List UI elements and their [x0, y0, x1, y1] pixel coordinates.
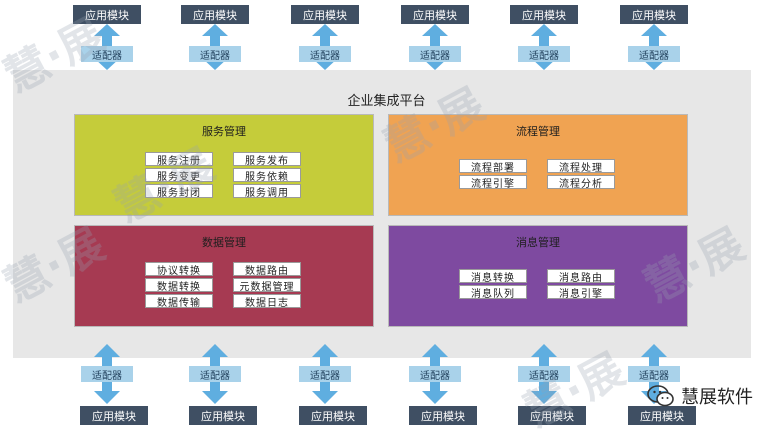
message-item-engine: 消息引擎 — [547, 285, 615, 300]
app-module-top-3: 应用模块 — [291, 5, 359, 24]
process-item-engine: 流程引擎 — [459, 175, 527, 190]
data-item-convert: 数据转换 — [145, 278, 213, 293]
service-item-publish: 服务发布 — [233, 152, 301, 167]
wechat-icon — [647, 384, 675, 408]
adapter-bottom-2: 适配器 — [189, 366, 241, 382]
process-item-handle: 流程处理 — [547, 159, 615, 174]
service-item-register: 服务注册 — [145, 152, 213, 167]
service-item-invoke: 服务调用 — [233, 184, 301, 199]
data-item-protocol-convert: 协议转换 — [145, 262, 213, 277]
app-module-top-6: 应用模块 — [620, 5, 688, 24]
app-module-bottom-4: 应用模块 — [409, 406, 477, 425]
message-item-queue: 消息队列 — [459, 285, 527, 300]
adapter-bottom-6: 适配器 — [628, 366, 680, 382]
data-management-module: 数据管理 协议转换 数据路由 数据转换 元数据管理 数据传输 数据日志 — [74, 225, 374, 327]
data-item-routing: 数据路由 — [233, 262, 301, 277]
app-module-top-5: 应用模块 — [510, 5, 578, 24]
data-item-metadata: 元数据管理 — [233, 278, 301, 293]
app-module-top-1: 应用模块 — [73, 5, 141, 24]
process-item-deploy: 流程部署 — [459, 159, 527, 174]
brand-mark: 慧展软件 — [647, 383, 753, 409]
data-management-title: 数据管理 — [202, 236, 246, 249]
data-item-log: 数据日志 — [233, 294, 301, 309]
adapter-top-5: 适配器 — [518, 46, 570, 62]
process-management-title: 流程管理 — [516, 125, 560, 138]
message-item-convert: 消息转换 — [459, 269, 527, 284]
adapter-top-1: 适配器 — [81, 46, 133, 62]
brand-name: 慧展软件 — [681, 387, 753, 408]
adapter-bottom-4: 适配器 — [409, 366, 461, 382]
platform-title: 企业集成平台 — [347, 94, 426, 109]
service-management-title: 服务管理 — [202, 125, 246, 138]
adapter-bottom-3: 适配器 — [299, 366, 351, 382]
message-item-routing: 消息路由 — [547, 269, 615, 284]
service-item-dependency: 服务依赖 — [233, 168, 301, 183]
adapter-top-3: 适配器 — [299, 46, 351, 62]
process-management-module: 流程管理 流程部署 流程处理 流程引擎 流程分析 — [388, 114, 688, 216]
app-module-bottom-1: 应用模块 — [80, 406, 148, 425]
message-management-title: 消息管理 — [516, 236, 560, 249]
message-management-module: 消息管理 消息转换 消息路由 消息队列 消息引擎 — [388, 225, 688, 327]
app-module-bottom-5: 应用模块 — [518, 406, 586, 425]
app-module-bottom-3: 应用模块 — [299, 406, 367, 425]
adapter-bottom-1: 适配器 — [81, 366, 133, 382]
adapter-bottom-5: 适配器 — [518, 366, 570, 382]
service-item-close: 服务封闭 — [145, 184, 213, 199]
app-module-bottom-6: 应用模块 — [628, 406, 696, 425]
process-item-analysis: 流程分析 — [547, 175, 615, 190]
adapter-top-2: 适配器 — [189, 46, 241, 62]
app-module-top-4: 应用模块 — [401, 5, 469, 24]
app-module-top-2: 应用模块 — [181, 5, 249, 24]
adapter-top-6: 适配器 — [628, 46, 680, 62]
adapter-top-4: 适配器 — [409, 46, 461, 62]
service-management-module: 服务管理 服务注册 服务发布 服务变更 服务依赖 服务封闭 服务调用 — [74, 114, 374, 216]
app-module-bottom-2: 应用模块 — [189, 406, 257, 425]
data-item-transfer: 数据传输 — [145, 294, 213, 309]
service-item-change: 服务变更 — [145, 168, 213, 183]
